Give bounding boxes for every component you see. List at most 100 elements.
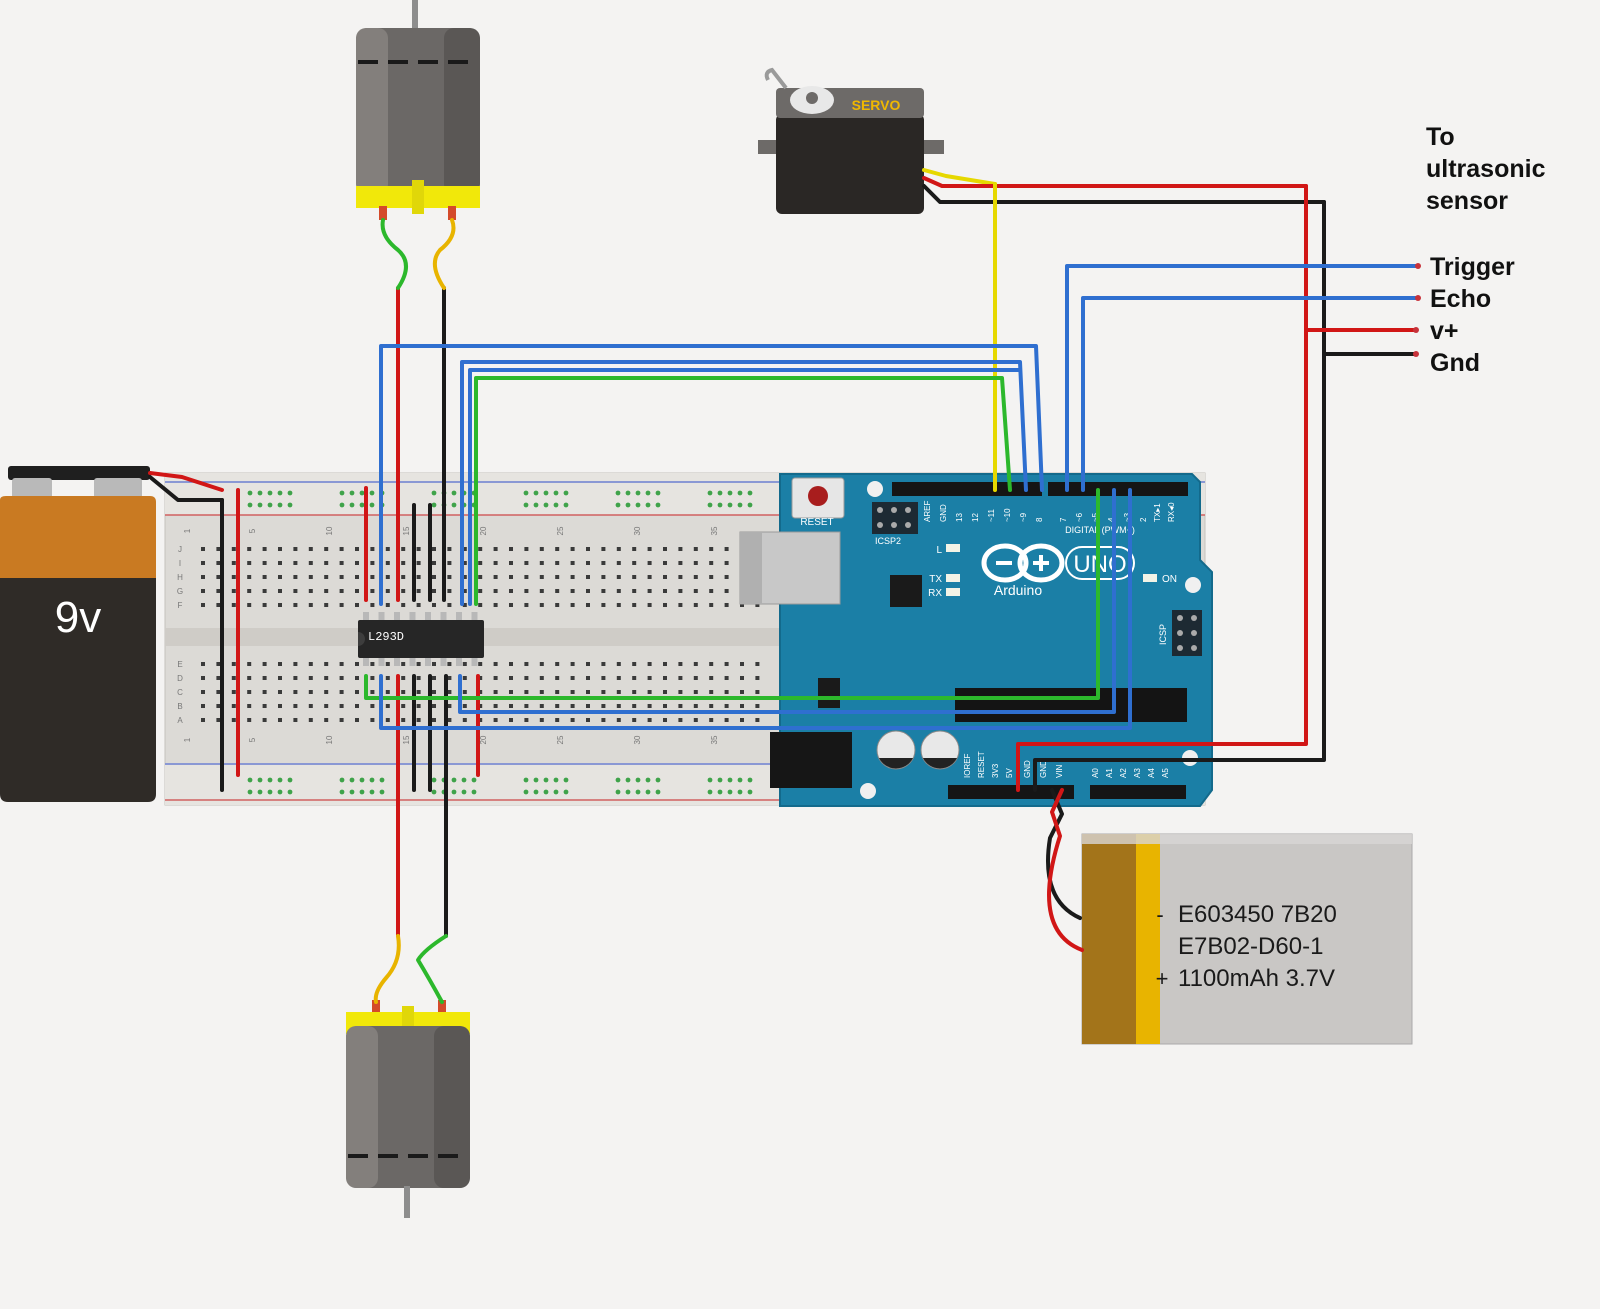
breadboard-hole (678, 561, 683, 565)
breadboard-hole (262, 561, 267, 565)
lipo-label-line2: E7B02-D60-1 (1178, 933, 1323, 960)
battery-clip (8, 466, 150, 480)
breadboard-hole (308, 589, 313, 593)
sensor-heading-line3: sensor (1426, 187, 1508, 215)
breadboard-hole (616, 690, 621, 694)
breadboard-hole (663, 561, 667, 565)
breadboard-hole (432, 575, 436, 579)
wire-5v-trunk (1016, 184, 1308, 792)
rail-hole (645, 490, 651, 496)
breadboard-hole (724, 547, 729, 551)
breadboard-hole (262, 704, 267, 708)
breadboard-hole (693, 704, 698, 708)
rail-hole (625, 777, 631, 783)
breadboard-hole (216, 704, 221, 708)
rail-hole (369, 777, 375, 783)
breadboard-hole (416, 575, 421, 579)
breadboard-hole (308, 690, 313, 694)
breadboard-hole (693, 662, 698, 666)
rail-hole (339, 777, 345, 783)
breadboard-hole (478, 704, 483, 708)
rail-hole (379, 777, 385, 783)
battery-terminal-negative (12, 478, 52, 500)
rail-hole (287, 777, 293, 783)
led-l (946, 544, 960, 552)
breadboard-hole (278, 676, 282, 680)
rail-hole (523, 502, 529, 508)
rail-hole (533, 490, 539, 496)
breadboard-hole (216, 589, 221, 593)
led-l-label: L (936, 545, 942, 556)
rail-hole (277, 502, 283, 508)
pin-label: 4 (1107, 517, 1116, 522)
breadboard-hole (570, 603, 575, 607)
breadboard-hole (278, 704, 282, 708)
rail-hole (707, 789, 713, 795)
rail-hole (369, 490, 375, 496)
breadboard-hole (416, 589, 421, 593)
rail-hole (533, 789, 539, 795)
breadboard-hole (447, 561, 452, 565)
breadboard-hole (601, 704, 606, 708)
breadboard-hole (308, 575, 313, 579)
breadboard-hole (678, 676, 683, 680)
breadboard-hole (216, 547, 221, 551)
rail-hole (737, 490, 743, 496)
breadboard-hole (570, 547, 575, 551)
servo-label: SERVO (852, 97, 901, 113)
row-letter: A (177, 716, 183, 725)
breadboard-hole (201, 704, 205, 708)
digital-label: DIGITAL (PWM~) (1065, 525, 1135, 535)
breadboard-hole (586, 690, 590, 694)
rail-hole (737, 502, 743, 508)
pin-label: ~11 (987, 508, 996, 522)
rail-hole (645, 789, 651, 795)
breadboard-hole (293, 589, 298, 593)
breadboard-hole (724, 575, 729, 579)
breadboard-hole (432, 547, 436, 551)
breadboard-hole (524, 690, 529, 694)
rail-hole (717, 490, 723, 496)
breadboard-hole (755, 718, 760, 722)
rail-hole (267, 777, 273, 783)
breadboard-hole (385, 603, 390, 607)
breadboard-hole (601, 676, 606, 680)
breadboard-hole (401, 718, 406, 722)
breadboard-hole (740, 676, 744, 680)
breadboard-hole (632, 575, 637, 579)
breadboard-hole (493, 561, 498, 565)
breadboard-hole (478, 603, 483, 607)
ic-pin (440, 658, 447, 666)
breadboard-hole (678, 690, 683, 694)
rail-hole (553, 490, 559, 496)
column-number: 30 (633, 526, 642, 535)
rail-hole (451, 490, 457, 496)
rail-hole (615, 502, 621, 508)
vplus-label: v+ (1430, 317, 1459, 345)
breadboard-hole (385, 547, 390, 551)
breadboard-hole (278, 603, 282, 607)
breadboard-hole (462, 718, 467, 722)
ic-pin (440, 612, 447, 620)
breadboard-hole (616, 589, 621, 593)
rail-hole (267, 789, 273, 795)
breadboard-hole (493, 704, 498, 708)
led-tx (946, 574, 960, 582)
breadboard-hole (601, 690, 606, 694)
breadboard-hole (231, 603, 236, 607)
breadboard-hole (724, 561, 729, 565)
breadboard-hole (740, 662, 744, 666)
breadboard-hole (201, 547, 205, 551)
arduino-brand-text: Arduino (994, 582, 1042, 598)
breadboard-hole (647, 718, 652, 722)
breadboard-hole (370, 589, 375, 593)
breadboard-hole (447, 690, 452, 694)
breadboard-hole (462, 575, 467, 579)
breadboard-hole (231, 718, 236, 722)
rail-hole (553, 502, 559, 508)
dc-jack (770, 732, 852, 788)
breadboard-hole (247, 662, 252, 666)
wire-battery-black (148, 475, 224, 502)
